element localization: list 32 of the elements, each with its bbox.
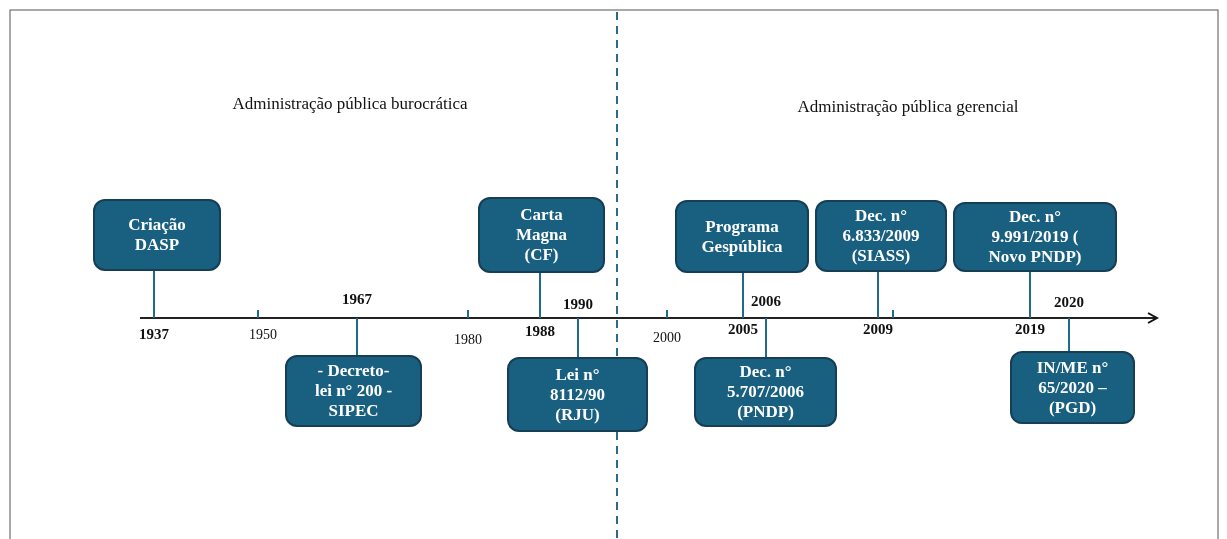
- year-label: 2009: [863, 321, 893, 338]
- year-label: 2000: [653, 330, 681, 346]
- event-box: - Decreto- lei n° 200 - SIPEC: [285, 355, 422, 427]
- event-box: Dec. n° 6.833/2009 (SIASS): [815, 200, 947, 272]
- event-box: Programa Gespública: [675, 200, 809, 273]
- period-heading: Administração pública burocrática: [232, 94, 468, 114]
- leader-line: [877, 271, 879, 319]
- event-box: Criação DASP: [93, 199, 221, 271]
- leader-line: [577, 317, 579, 358]
- year-label: 1980: [454, 332, 482, 348]
- event-box: Dec. n° 5.707/2006 (PNDP): [694, 357, 837, 427]
- leader-line: [153, 270, 155, 319]
- year-label: 1990: [563, 296, 593, 313]
- event-box: Dec. n° 9.991/2019 ( Novo PNDP): [953, 202, 1117, 272]
- event-box: Lei n° 8112/90 (RJU): [507, 357, 648, 432]
- year-label: 2020: [1054, 294, 1084, 311]
- leader-line: [1029, 271, 1031, 319]
- year-label: 1988: [525, 323, 555, 340]
- year-label: 1967: [342, 291, 372, 308]
- year-label: 1937: [139, 326, 169, 343]
- leader-line: [1068, 317, 1070, 352]
- leader-line: [539, 272, 541, 319]
- event-box: Carta Magna (CF): [478, 197, 605, 273]
- leader-line: [356, 317, 358, 356]
- year-label: 1950: [249, 327, 277, 343]
- year-label: 2019: [1015, 321, 1045, 338]
- event-box: IN/ME n° 65/2020 – (PGD): [1010, 351, 1135, 424]
- year-label: 2006: [751, 293, 781, 310]
- leader-line: [742, 272, 744, 319]
- leader-line: [765, 317, 767, 358]
- year-label: 2005: [728, 321, 758, 338]
- period-heading: Administração pública gerencial: [797, 97, 1019, 117]
